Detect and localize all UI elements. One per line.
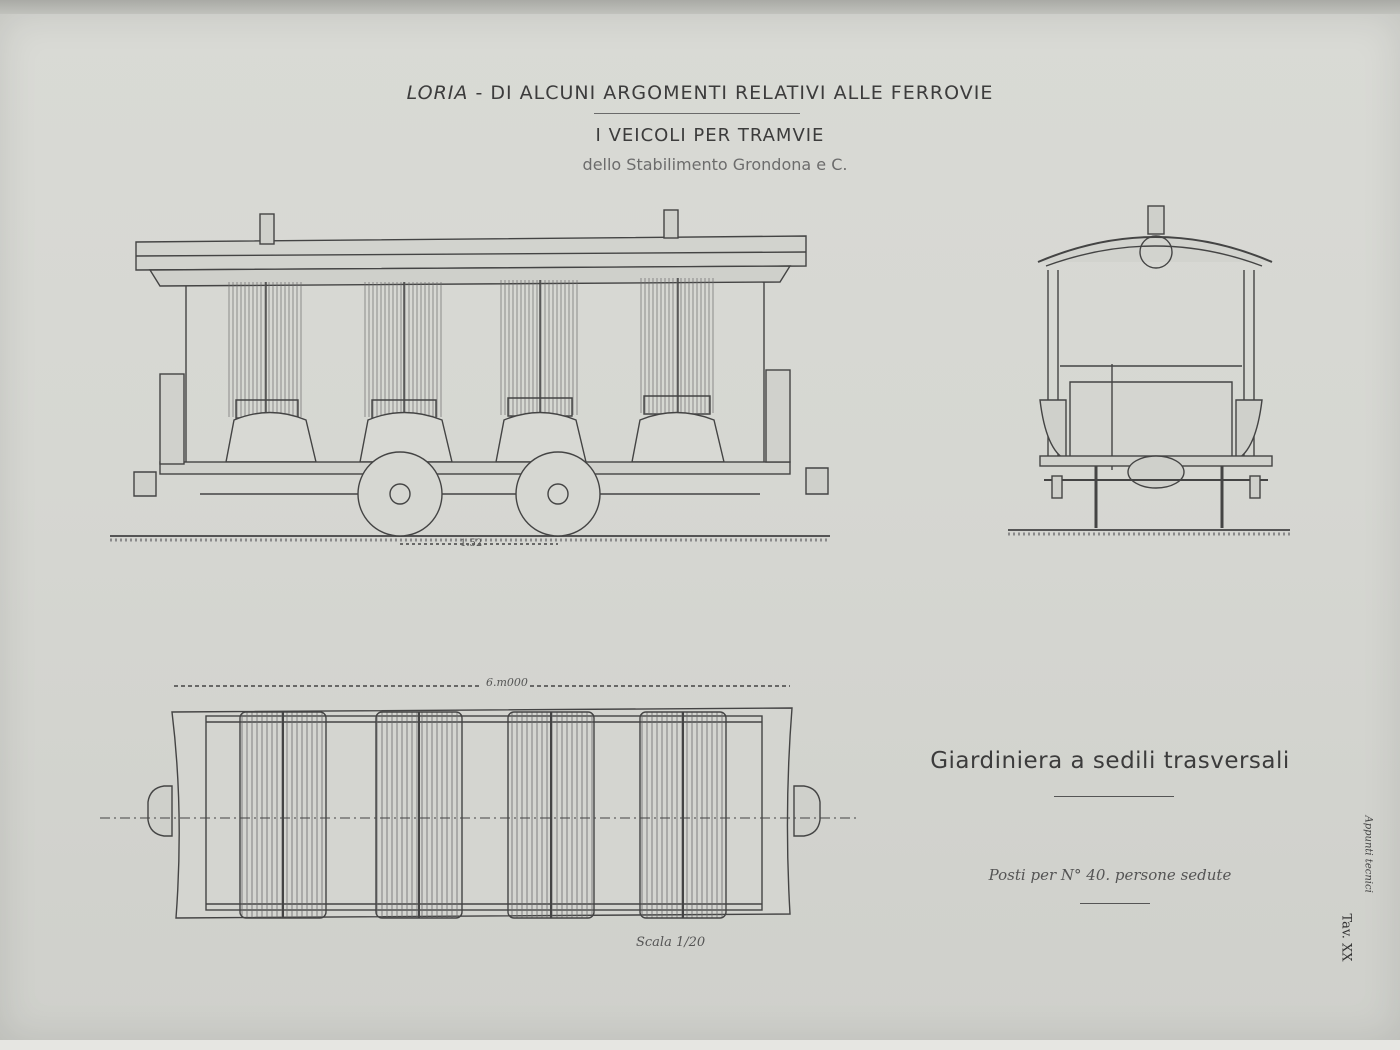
seat-bay-2 xyxy=(359,282,453,465)
plan-view-drawing xyxy=(100,685,860,919)
plate-subtitle: I VEICOLI PER TRAMVIE xyxy=(595,125,825,146)
plate-title: LORIA - DI ALCUNI ARGOMENTI RELATIVI ALL… xyxy=(0,82,1400,104)
plate-number: Tav. XX xyxy=(1338,913,1354,962)
company-name: dello Stabilimento Grondona e C. xyxy=(582,155,848,174)
vehicle-caption: Giardiniera a sedili trasversali xyxy=(930,748,1290,774)
caption-rule xyxy=(1054,796,1174,797)
scale-label: Scala 1/20 xyxy=(636,935,706,950)
seat-bay-3 xyxy=(495,280,587,465)
seat-bay-4 xyxy=(631,278,725,465)
end-elevation-drawing xyxy=(1008,205,1290,536)
title-text: - DI ALCUNI ARGOMENTI RELATIVI ALLE FERR… xyxy=(475,82,994,104)
page-top-edge xyxy=(0,0,1400,16)
seating-capacity: Posti per N° 40. persone sedute xyxy=(988,866,1232,884)
seat-bay-1 xyxy=(225,282,317,465)
page-bottom-edge xyxy=(0,1040,1400,1050)
length-dimension: 6.m000 xyxy=(486,676,528,689)
side-elevation-drawing xyxy=(110,209,830,545)
series-note: Appunti tecnici xyxy=(1362,815,1374,893)
bench-2 xyxy=(375,711,463,919)
title-rule xyxy=(594,113,800,114)
bench-1 xyxy=(239,711,327,919)
seating-rule xyxy=(1080,903,1150,904)
bench-3 xyxy=(507,711,595,919)
wheelbase-dimension: 1.52 xyxy=(460,538,483,549)
author-name: LORIA xyxy=(406,82,469,104)
bench-4 xyxy=(639,711,727,919)
